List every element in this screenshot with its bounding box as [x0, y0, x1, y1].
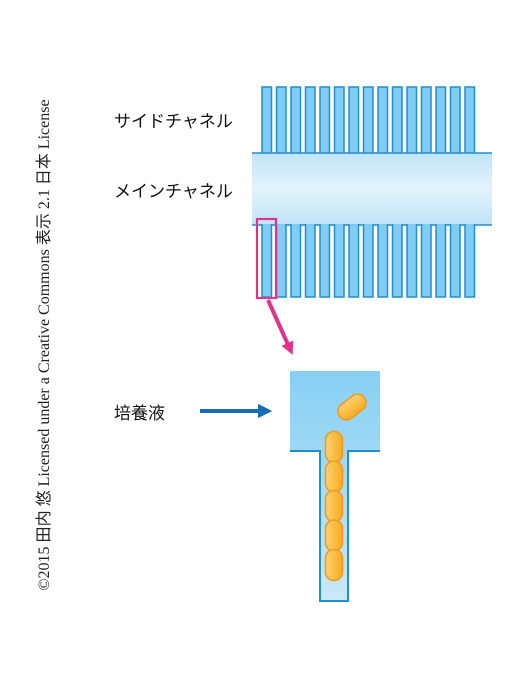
side-channel-bottom-2 [276, 224, 286, 297]
side-channel-top-outline-1 [261, 86, 273, 154]
side-channel-bottom-8 [363, 224, 373, 297]
side-channel-top-outline-6 [333, 86, 345, 154]
main-channel [252, 152, 492, 226]
side-channel-top-outline-15 [464, 86, 476, 154]
culture-medium-label: 培養液 [114, 404, 165, 424]
side-channel-bottom-outline-15 [464, 224, 476, 298]
side-channel-top-outline-8 [362, 86, 374, 154]
side-channel-bottom-outline-12 [420, 224, 432, 298]
side-channel-top-1 [262, 87, 272, 154]
side-channel-bottom-14 [450, 224, 460, 297]
side-channel-top-outline-13 [435, 86, 447, 154]
main-channel-label: メインチャネル [114, 182, 233, 202]
license-credit: ©2015 田内 悠 Licensed under a Creative Com… [35, 99, 53, 590]
side-channel-label: サイドチャネル [114, 112, 233, 132]
side-channel-bottom-outline-4 [304, 224, 316, 298]
side-channel-top-13 [436, 87, 446, 154]
side-channel-top-7 [349, 87, 359, 154]
side-channel-top-15 [465, 87, 475, 154]
side-channel-bottom-3 [291, 224, 301, 297]
side-channel-bottom-outline-5 [319, 224, 331, 298]
side-channel-top-outline-2 [275, 86, 287, 154]
bacterium-cell [324, 548, 344, 582]
side-channel-top-outline-11 [406, 86, 418, 154]
side-channel-bottom-outline-11 [406, 224, 418, 298]
side-channel-bottom-7 [349, 224, 359, 297]
side-channel-top-10 [392, 87, 402, 154]
side-channel-bottom-outline-3 [290, 224, 302, 298]
bacteria-cells [324, 393, 367, 582]
side-channel-bottom-1 [262, 224, 272, 297]
side-channel-top-outline-7 [348, 86, 360, 154]
side-channel-top-outline-3 [290, 86, 302, 154]
side-channel-bottom-10 [392, 224, 402, 297]
side-channel-top-12 [421, 87, 431, 154]
side-channel-bottom-outline-14 [449, 224, 461, 298]
side-channel-top-6 [334, 87, 344, 154]
side-channel-top-2 [276, 87, 286, 154]
side-channel-bottom-6 [334, 224, 344, 297]
side-channel-bottom-outline-7 [348, 224, 360, 298]
side-channel-top-4 [305, 87, 315, 154]
side-channel-bottom-11 [407, 224, 417, 297]
bacterium-cell [324, 460, 344, 493]
side-channel-bottom-outline-10 [391, 224, 403, 298]
side-channel-bottom-5 [320, 224, 330, 297]
side-channel-bottom-outline-9 [377, 224, 389, 298]
side-channel-top-outline-12 [420, 86, 432, 154]
side-channel-top-8 [363, 87, 373, 154]
side-channel-bottom-outline-13 [435, 224, 447, 298]
side-channels-bottom [261, 224, 476, 298]
bacterium-cell [324, 519, 344, 552]
side-channel-bottom-9 [378, 224, 388, 297]
side-channel-top-5 [320, 87, 330, 154]
side-channel-top-14 [450, 87, 460, 154]
side-channels-top [261, 86, 476, 154]
side-channel-bottom-15 [465, 224, 475, 297]
side-channel-top-11 [407, 87, 417, 154]
highlight-box [255, 217, 278, 300]
side-channel-top-outline-5 [319, 86, 331, 154]
side-channel-top-outline-9 [377, 86, 389, 154]
side-channel-bottom-outline-6 [333, 224, 345, 298]
side-channel-top-9 [378, 87, 388, 154]
side-channel-bottom-12 [421, 224, 431, 297]
side-channel-bottom-13 [436, 224, 446, 297]
bacterium-cell [324, 430, 344, 464]
zoom-arrow [266, 299, 294, 355]
bacterium-cell [337, 393, 367, 421]
side-channel-top-outline-10 [391, 86, 403, 154]
bacterium-cell [324, 489, 344, 523]
side-channel-top-outline-14 [449, 86, 461, 154]
side-channel-top-outline-4 [304, 86, 316, 154]
side-channel-bottom-outline-8 [362, 224, 374, 298]
side-channel-top-3 [291, 87, 301, 154]
side-channel-bottom-4 [305, 224, 315, 297]
